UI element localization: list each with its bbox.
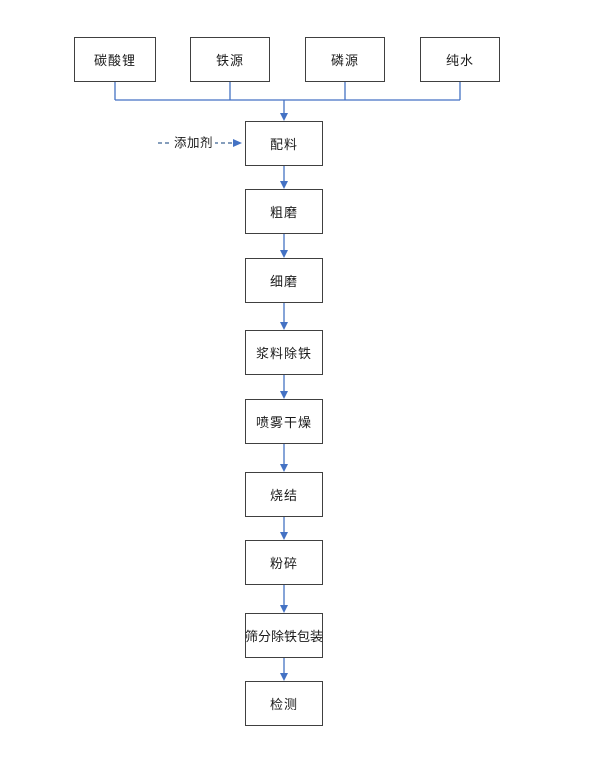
node-iron-source: 铁源 (190, 37, 270, 82)
node-spray-drying: 喷雾干燥 (245, 399, 323, 444)
node-fine-grinding: 细磨 (245, 258, 323, 303)
node-inspection: 检测 (245, 681, 323, 726)
node-batching: 配料 (245, 121, 323, 166)
flow-arrowhead (280, 181, 288, 189)
flow-arrowhead (280, 464, 288, 472)
merge-connector (114, 81, 461, 114)
node-lithium-carbonate: 碳酸锂 (74, 37, 156, 82)
flow-arrowhead (280, 250, 288, 258)
node-slurry-de-ironing: 浆料除铁 (245, 330, 323, 375)
flow-arrowhead (280, 605, 288, 613)
node-pure-water: 纯水 (420, 37, 500, 82)
node-sieving-de-ironing-packaging: 筛分除铁包装 (245, 613, 323, 658)
node-phosphorus-source: 磷源 (305, 37, 385, 82)
additive-arrowhead (233, 139, 242, 147)
node-coarse-grinding: 粗磨 (245, 189, 323, 234)
additive-label: 添加剂 (172, 135, 216, 150)
node-sintering: 烧结 (245, 472, 323, 517)
flow-arrowhead (280, 673, 288, 681)
flow-arrowhead (280, 391, 288, 399)
node-crushing: 粉碎 (245, 540, 323, 585)
merge-arrowhead (280, 113, 288, 121)
flow-arrowhead (280, 322, 288, 330)
flow-arrowhead (280, 532, 288, 540)
